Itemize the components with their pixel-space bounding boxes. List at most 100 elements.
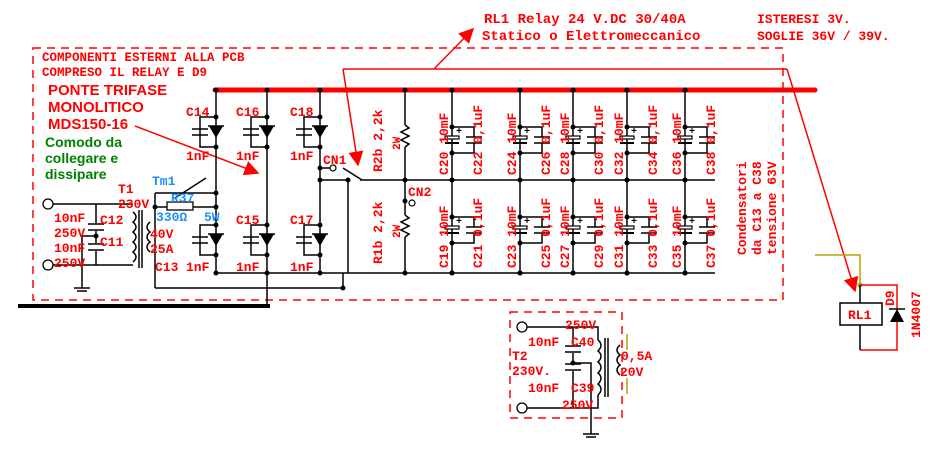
t2-name: T2 [512,349,528,364]
film-cap-wire [685,143,708,154]
junction-dot [264,87,270,93]
bridge-note-1: PONTE TRIFASE [48,82,167,99]
r2b-power: 2W [392,136,404,150]
bridge-note-3: MDS150-16 [48,116,128,133]
c13-name: C13 [155,260,179,275]
plus-sign: + [631,217,637,228]
t1-secondary-v: 40V [150,227,174,242]
plus-sign: + [577,127,583,138]
junction-dot [402,198,408,204]
plus-sign: + [456,127,462,138]
r37-power: 5W [204,210,220,225]
pcb-box-title-1: COMPONENTI ESTERNI ALLA PCB [42,51,245,65]
relay-control-wire [815,254,861,285]
electrolytic-cap-label: C19 10mF [437,205,452,268]
c40-name: C40 [571,335,595,350]
t2-primary-coil-icon [596,339,602,396]
plus-sign: + [456,217,462,228]
snubber-wire [250,224,267,256]
junction-dot [682,270,688,276]
film-cap-label: C33 0,1uF [646,198,661,268]
electrolytic-cap-label: C24 10mF [505,112,520,175]
diode-icon [260,126,274,138]
cn1-switch [342,167,363,181]
threshold-note-2: SOGLIE 36V / 39V. [757,29,890,44]
film-cap-label: C30 0,1uF [592,105,607,175]
t1-secondary-coil-icon [146,221,152,253]
junction-dot [213,87,219,93]
film-cap-wire [627,233,650,244]
mains-terminal-icon [42,198,54,210]
mains-terminal-icon [516,402,528,414]
electrolytic-cap-label: C32 10mF [612,112,627,175]
snubber-wire [199,224,216,256]
film-cap-wire [685,126,708,137]
film-cap-label: C26 0,1uF [539,105,554,175]
electrolytic-cap-label: C31 10mF [612,205,627,268]
electrolytic-cap-label: C20 10mF [437,112,452,175]
c15-value: 1nF [236,260,260,275]
pcb-external-box [32,47,784,301]
diode-icon [209,126,223,138]
bank-note-2: da C13 a C38 [750,161,765,255]
t2-primary: 230V. [512,364,551,379]
c16-name: C16 [236,105,260,120]
film-cap-label: C38 0,1uF [704,105,719,175]
junction-dot [624,270,630,276]
snubber-wire [250,116,267,148]
r37-name: R37 [171,191,194,206]
film-cap-wire [573,216,596,227]
tm1-switch-icon [174,177,207,199]
mount-note-2: collegare e [45,150,118,166]
c12-voltage: 250V [54,226,85,241]
t2-secondary-v: 20V [620,365,644,380]
d9-diode-icon [890,309,904,322]
mount-note-1: Comodo da [45,134,122,150]
electrolytic-cap-icon [677,135,693,140]
t2-primary-wire [526,326,599,340]
cn1-label[interactable]: CN1 [323,153,347,168]
film-cap-label: C29 0,1uF [592,198,607,268]
t1-secondary-a: 25A [150,242,174,257]
cn2-label[interactable]: CN2 [408,185,432,200]
mount-note-3: dissipare [45,166,107,182]
c13-value: 1nF [186,260,210,275]
tm1-name: Tm1 [152,174,176,189]
junction-dot [317,87,323,93]
junction-dot [449,270,455,276]
t2-primary-wire [526,395,599,409]
junction-dot [449,87,455,93]
junction-dot [152,204,158,210]
plus-sign: + [689,217,695,228]
pcb-box-title-2: COMPRESO IL RELAY E D9 [42,66,207,80]
c17-value: 1nF [290,260,314,275]
snubber-wire [303,116,320,148]
t2-ground-wire [573,362,592,434]
electrolytic-cap-icon [677,225,693,230]
t1-primary-coil-icon [131,211,137,263]
r37-resistor-icon [166,201,194,211]
c39-voltage: 250V [562,398,593,413]
film-cap-wire [573,143,596,154]
film-cap-label: C34 0,1uF [646,105,661,175]
r1b-resistor-icon [399,214,411,238]
ground-wire [81,235,96,288]
electrolytic-cap-icon [512,135,528,140]
film-cap-wire [452,126,475,137]
mains-terminal-icon [516,321,528,333]
r1b-label: R1b 2,2k [371,201,386,264]
junction-dot [517,87,523,93]
film-cap-wire [452,233,475,244]
c15-name: C15 [236,213,260,228]
c18-value: 1nF [290,149,314,164]
film-cap-wire [520,233,543,244]
r37-value: 330Ω [156,210,187,225]
c11-voltage: 250V [54,256,85,271]
mains-terminal-icon [42,259,54,271]
junction-dot [402,87,408,93]
bridge-note-2: MONOLITICO [48,99,144,116]
c14-name: C14 [186,105,210,120]
film-cap-wire [627,216,650,227]
diode-icon [260,234,274,246]
c40-value: 10nF [528,335,559,350]
